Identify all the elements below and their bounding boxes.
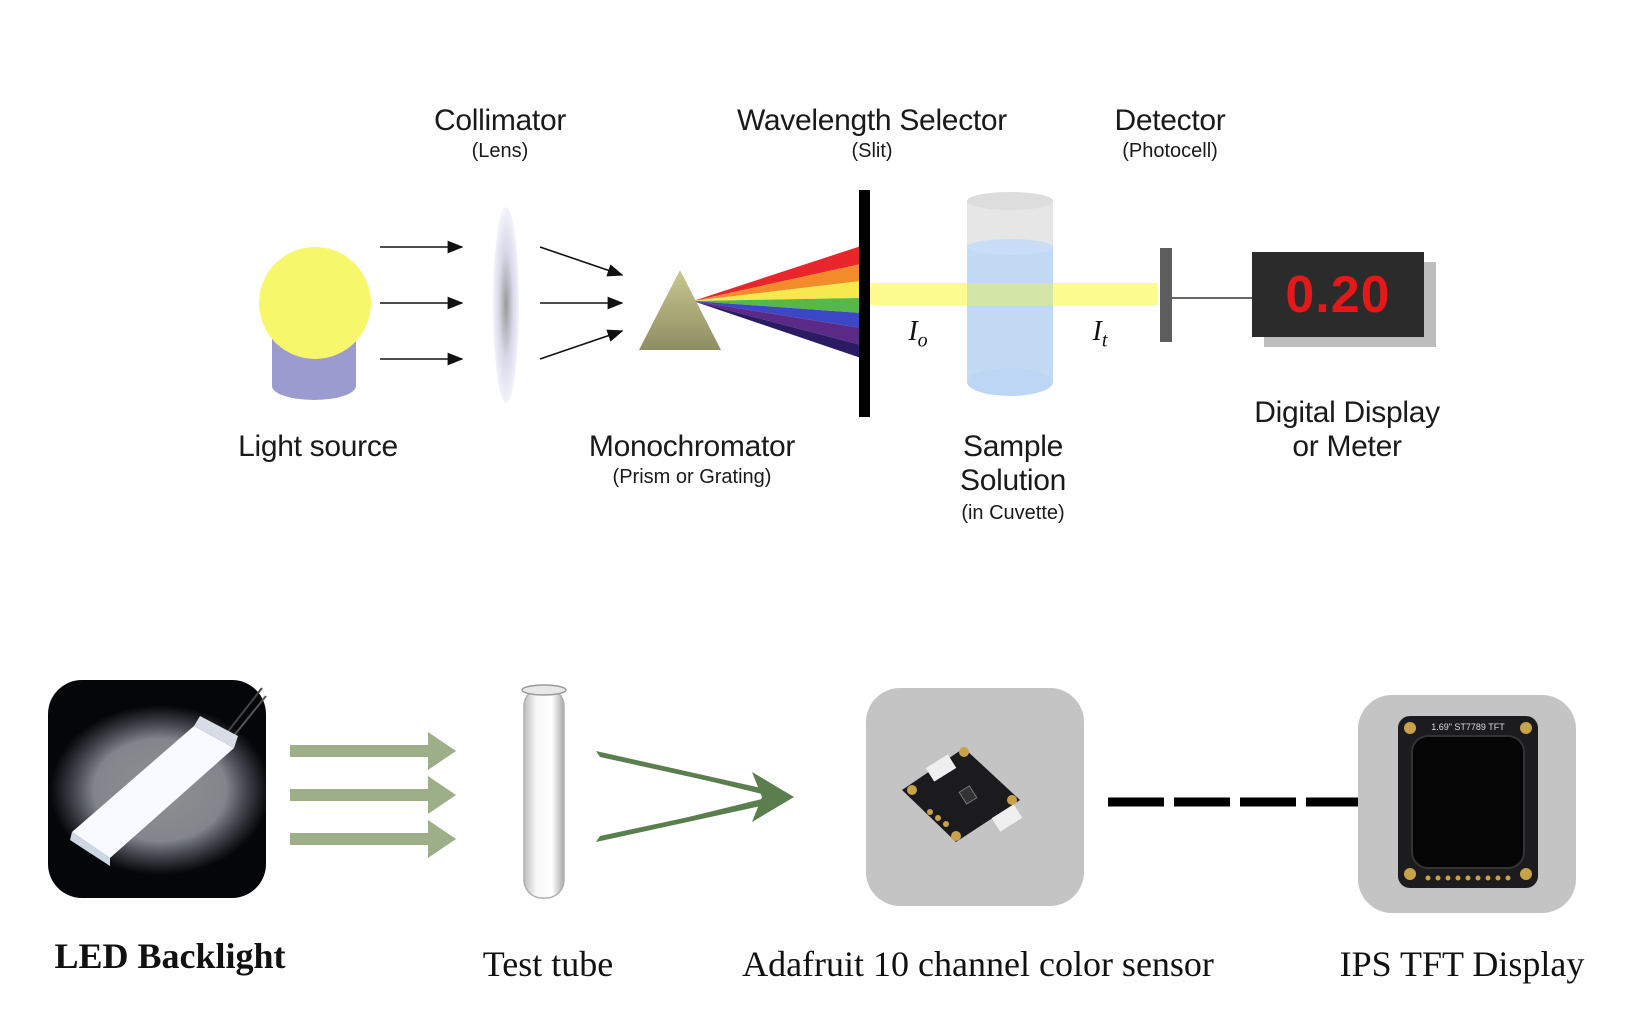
prism-icon [639,270,721,350]
it-subscript: t [1101,329,1108,352]
spectrum-fan [693,246,861,358]
digital-meter: 0.20 [1252,252,1424,337]
display-label-line2: or Meter [1292,430,1402,463]
sample-sublabel: (in Cuvette) [961,502,1065,524]
led-backlight-image [48,680,270,898]
collimator-lens-icon [493,207,519,403]
green-parallel-arrows [290,732,456,858]
monochromator-sublabel: (Prism or Grating) [612,466,772,488]
ips-board-label: 1.69" ST7789 TFT [1431,722,1505,732]
ips-display-label: IPS TFT Display [1339,944,1585,984]
collimator-label: Collimator [433,104,567,137]
i0-symbol: I [908,316,918,347]
test-tube-image [521,684,567,899]
cuvette-icon [967,192,1053,396]
test-tube-label: Test tube [482,944,614,984]
sample-label-line2: Solution [959,464,1067,497]
photocell-icon [1160,248,1172,342]
wavelength-selector-sublabel: (Slit) [851,140,893,162]
color-sensor-label: Adafruit 10 channel color sensor [742,944,1214,984]
led-backlight-label: LED Backlight [54,936,286,976]
meter-value: 0.20 [1285,265,1391,324]
green-converging-arrow [595,751,794,842]
monochromator-label: Monochromator [588,430,796,463]
color-sensor-image [866,688,1084,906]
i0-subscript: o [917,329,928,352]
light-source-label: Light source [238,430,398,463]
it-symbol: I [1092,316,1102,347]
collimator-sublabel: (Lens) [471,140,529,162]
wavelength-selector-label: Wavelength Selector [737,104,1007,137]
light-source-icon [259,247,371,400]
transmitted-intensity-label: It [1093,316,1108,353]
parallel-light-arrows [380,240,464,366]
slit-icon [859,190,870,417]
detector-sublabel: (Photocell) [1122,140,1218,162]
ips-tft-display-image: 1.69" ST7789 TFT [1358,695,1576,913]
sample-label-line1: Sample [963,430,1063,463]
converging-light-arrows [539,246,624,360]
incident-intensity-label: Io [908,316,927,353]
display-label-line1: Digital Display [1254,396,1440,429]
detector-label: Detector [1114,104,1226,137]
